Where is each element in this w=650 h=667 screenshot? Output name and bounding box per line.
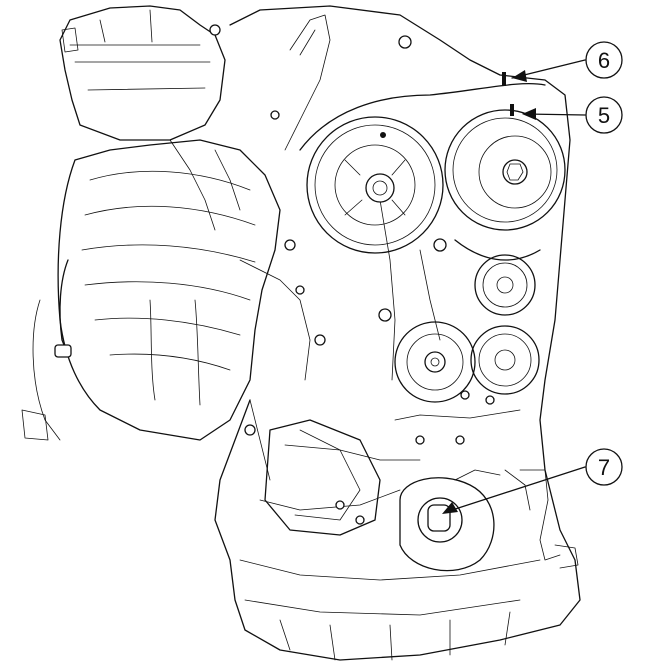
camshaft-sprocket-intake (306, 116, 444, 254)
crankshaft-nose (399, 469, 531, 572)
bolts (209, 24, 495, 525)
callout-7-label: 7 (598, 455, 610, 480)
callout-7: 7 (442, 448, 623, 514)
crankshaft-sprocket (470, 325, 540, 395)
camshaft-sprocket-exhaust (444, 72, 566, 231)
callout-6-label: 6 (598, 48, 610, 73)
idler-pulley-upper (474, 254, 536, 316)
intake-manifold (57, 139, 281, 441)
lower-housing (394, 409, 579, 569)
sensor-cable (21, 259, 72, 441)
callout-5: 5 (522, 96, 623, 134)
callout-6: 6 (511, 41, 623, 82)
intake-box (59, 5, 226, 141)
tensioner-pulley (394, 321, 476, 403)
callout-5-label: 5 (598, 103, 610, 128)
engine-mount-bracket (264, 419, 381, 536)
timing-belt (284, 14, 546, 261)
